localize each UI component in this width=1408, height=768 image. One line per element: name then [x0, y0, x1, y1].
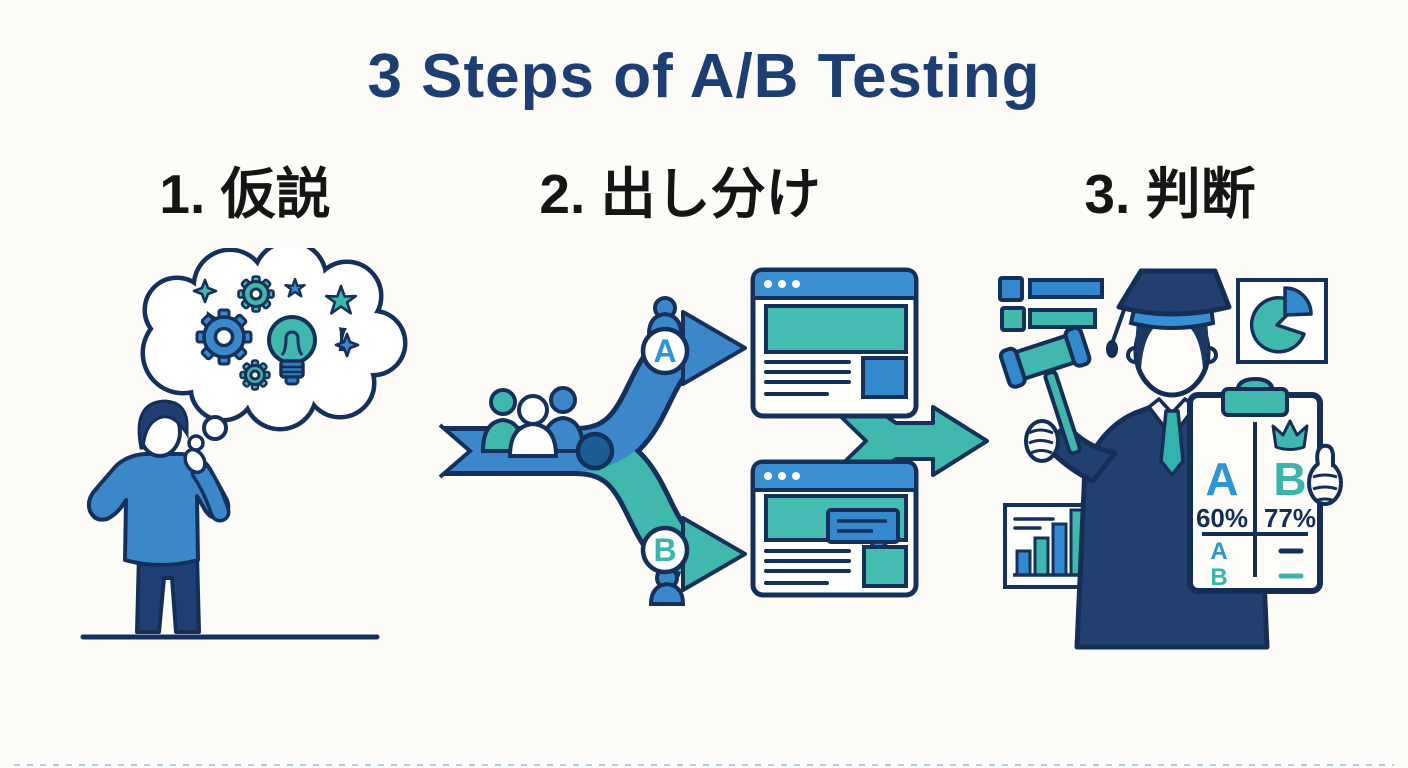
list-icon — [998, 276, 1104, 332]
thought-bubble-large — [202, 415, 228, 441]
window-b-text-lines — [764, 549, 851, 585]
cap-tassel — [1106, 340, 1118, 358]
audience-person-white — [507, 394, 559, 458]
bottom-edge-line — [14, 764, 1394, 766]
clipboard-row-b: B — [1210, 564, 1227, 591]
gear-icon-bottom — [239, 359, 271, 391]
graduate-tie — [1159, 409, 1185, 477]
clipboard-value-a: 60% — [1196, 503, 1248, 533]
star-icon-teal — [324, 284, 358, 315]
window-a-text-lines — [764, 360, 851, 396]
browser-window-a — [750, 267, 919, 419]
person-hand — [183, 447, 207, 475]
window-b-titlebar — [751, 460, 918, 492]
thinking-person — [86, 399, 231, 634]
illustration-judgment: A B 60% 77% A B — [998, 268, 1343, 650]
window-a-titlebar — [751, 268, 918, 300]
graduate-hair-right — [1191, 323, 1209, 369]
lightbulb-icon — [267, 315, 317, 386]
arrowhead-a — [681, 310, 747, 386]
illustration-split: A B — [438, 267, 989, 606]
crown-icon — [1271, 419, 1309, 451]
step-label-hypothesis: 1. 仮説 — [159, 163, 331, 225]
person-sweater — [86, 452, 231, 567]
graduate-hair-left — [1135, 323, 1153, 369]
gavel-hand — [1024, 419, 1060, 463]
thought-bubble-small — [187, 434, 205, 452]
split-node — [575, 431, 615, 471]
variant-a-label: A — [653, 333, 676, 369]
clipboard-header-a: A — [1205, 453, 1238, 505]
clipboard: A B 60% 77% A B — [1187, 376, 1323, 594]
sparkle-icon-blue — [334, 332, 360, 358]
thumbs-up-hand — [1307, 443, 1343, 506]
arrowhead-b — [681, 516, 747, 592]
person-hair — [137, 399, 189, 450]
window-b-cta-button — [862, 545, 908, 588]
window-b-dots — [764, 472, 800, 480]
clipboard-clip — [1221, 387, 1289, 417]
browser-window-b — [750, 459, 919, 598]
variant-a-badge — [640, 326, 690, 376]
clipboard-row-a: A — [1210, 538, 1227, 565]
audience-group-icon — [480, 386, 586, 458]
pie-chart-icon — [1236, 278, 1328, 364]
gear-icon-top — [237, 275, 275, 313]
step-label-judgment: 3. 判断 — [1084, 163, 1256, 225]
variant-b-label: B — [653, 532, 676, 568]
variant-b-badge — [640, 525, 690, 575]
window-a-hero-banner — [764, 304, 908, 354]
star-icon-blue — [284, 277, 306, 298]
gear-icon-large — [195, 308, 253, 366]
illustration-hypothesis — [80, 248, 408, 640]
sparkle-icon-teal — [192, 278, 218, 304]
graduation-cap-icon — [1116, 268, 1232, 317]
gavel-icon — [998, 325, 1092, 456]
step-label-split: 2. 出し分け — [539, 163, 821, 225]
clipboard-value-b: 77% — [1264, 503, 1316, 533]
arrow-tail-notch — [438, 423, 474, 479]
window-a-dots — [764, 280, 800, 288]
window-a-cta-button — [861, 356, 908, 399]
page-title: 3 Steps of A/B Testing — [367, 42, 1041, 111]
clipboard-header-b: B — [1273, 453, 1306, 505]
person-legs — [135, 552, 201, 634]
